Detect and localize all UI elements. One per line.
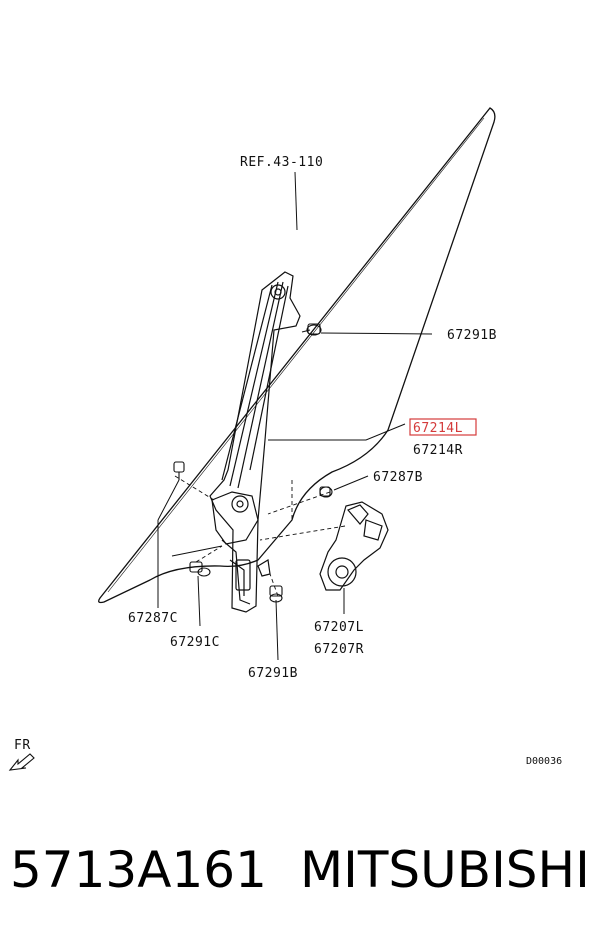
callout-motor-right: 67207R [314,642,364,657]
callout-regulator-left[interactable]: 67214L [413,421,463,436]
callout-bolt-left: 67287C [128,611,178,626]
callout-bolt-motor: 67287B [373,470,423,485]
callout-bolt-bottom: 67291B [248,666,298,681]
callout-regulator-right: 67214R [413,443,463,458]
callout-motor-left: 67207L [314,620,364,635]
window-regulator [209,271,301,613]
bolt-bottom-icon [269,585,283,603]
footer: 5713A161 MITSUBISHI [0,830,600,910]
callout-bolt-top: 67291B [447,328,497,343]
bolt-lower-left-icon [189,561,211,577]
parts-diagram: REF.43-110 67291B 67214L 67214R 67287B 6… [8,107,562,771]
bolt-motor-icon [319,486,333,498]
front-arrow-icon [8,753,35,771]
leader-lines [157,332,433,661]
door-glass-outline [98,107,496,604]
diagram-code: D00036 [526,756,562,767]
direction-label: FR [14,738,31,753]
ref-label: REF.43-110 [240,155,323,170]
highlight-box [409,418,477,436]
assembly-lines [174,475,346,597]
bolt-top-icon [301,323,322,336]
brand-name: MITSUBISHI [300,841,590,899]
bolt-left-icon [173,461,185,480]
callout-bolt-lower-left: 67291C [170,635,220,650]
part-number: 5713A161 [10,841,267,899]
glass-inner-edge [107,117,485,593]
regulator-motor [319,501,389,591]
ref-leader [294,171,298,231]
